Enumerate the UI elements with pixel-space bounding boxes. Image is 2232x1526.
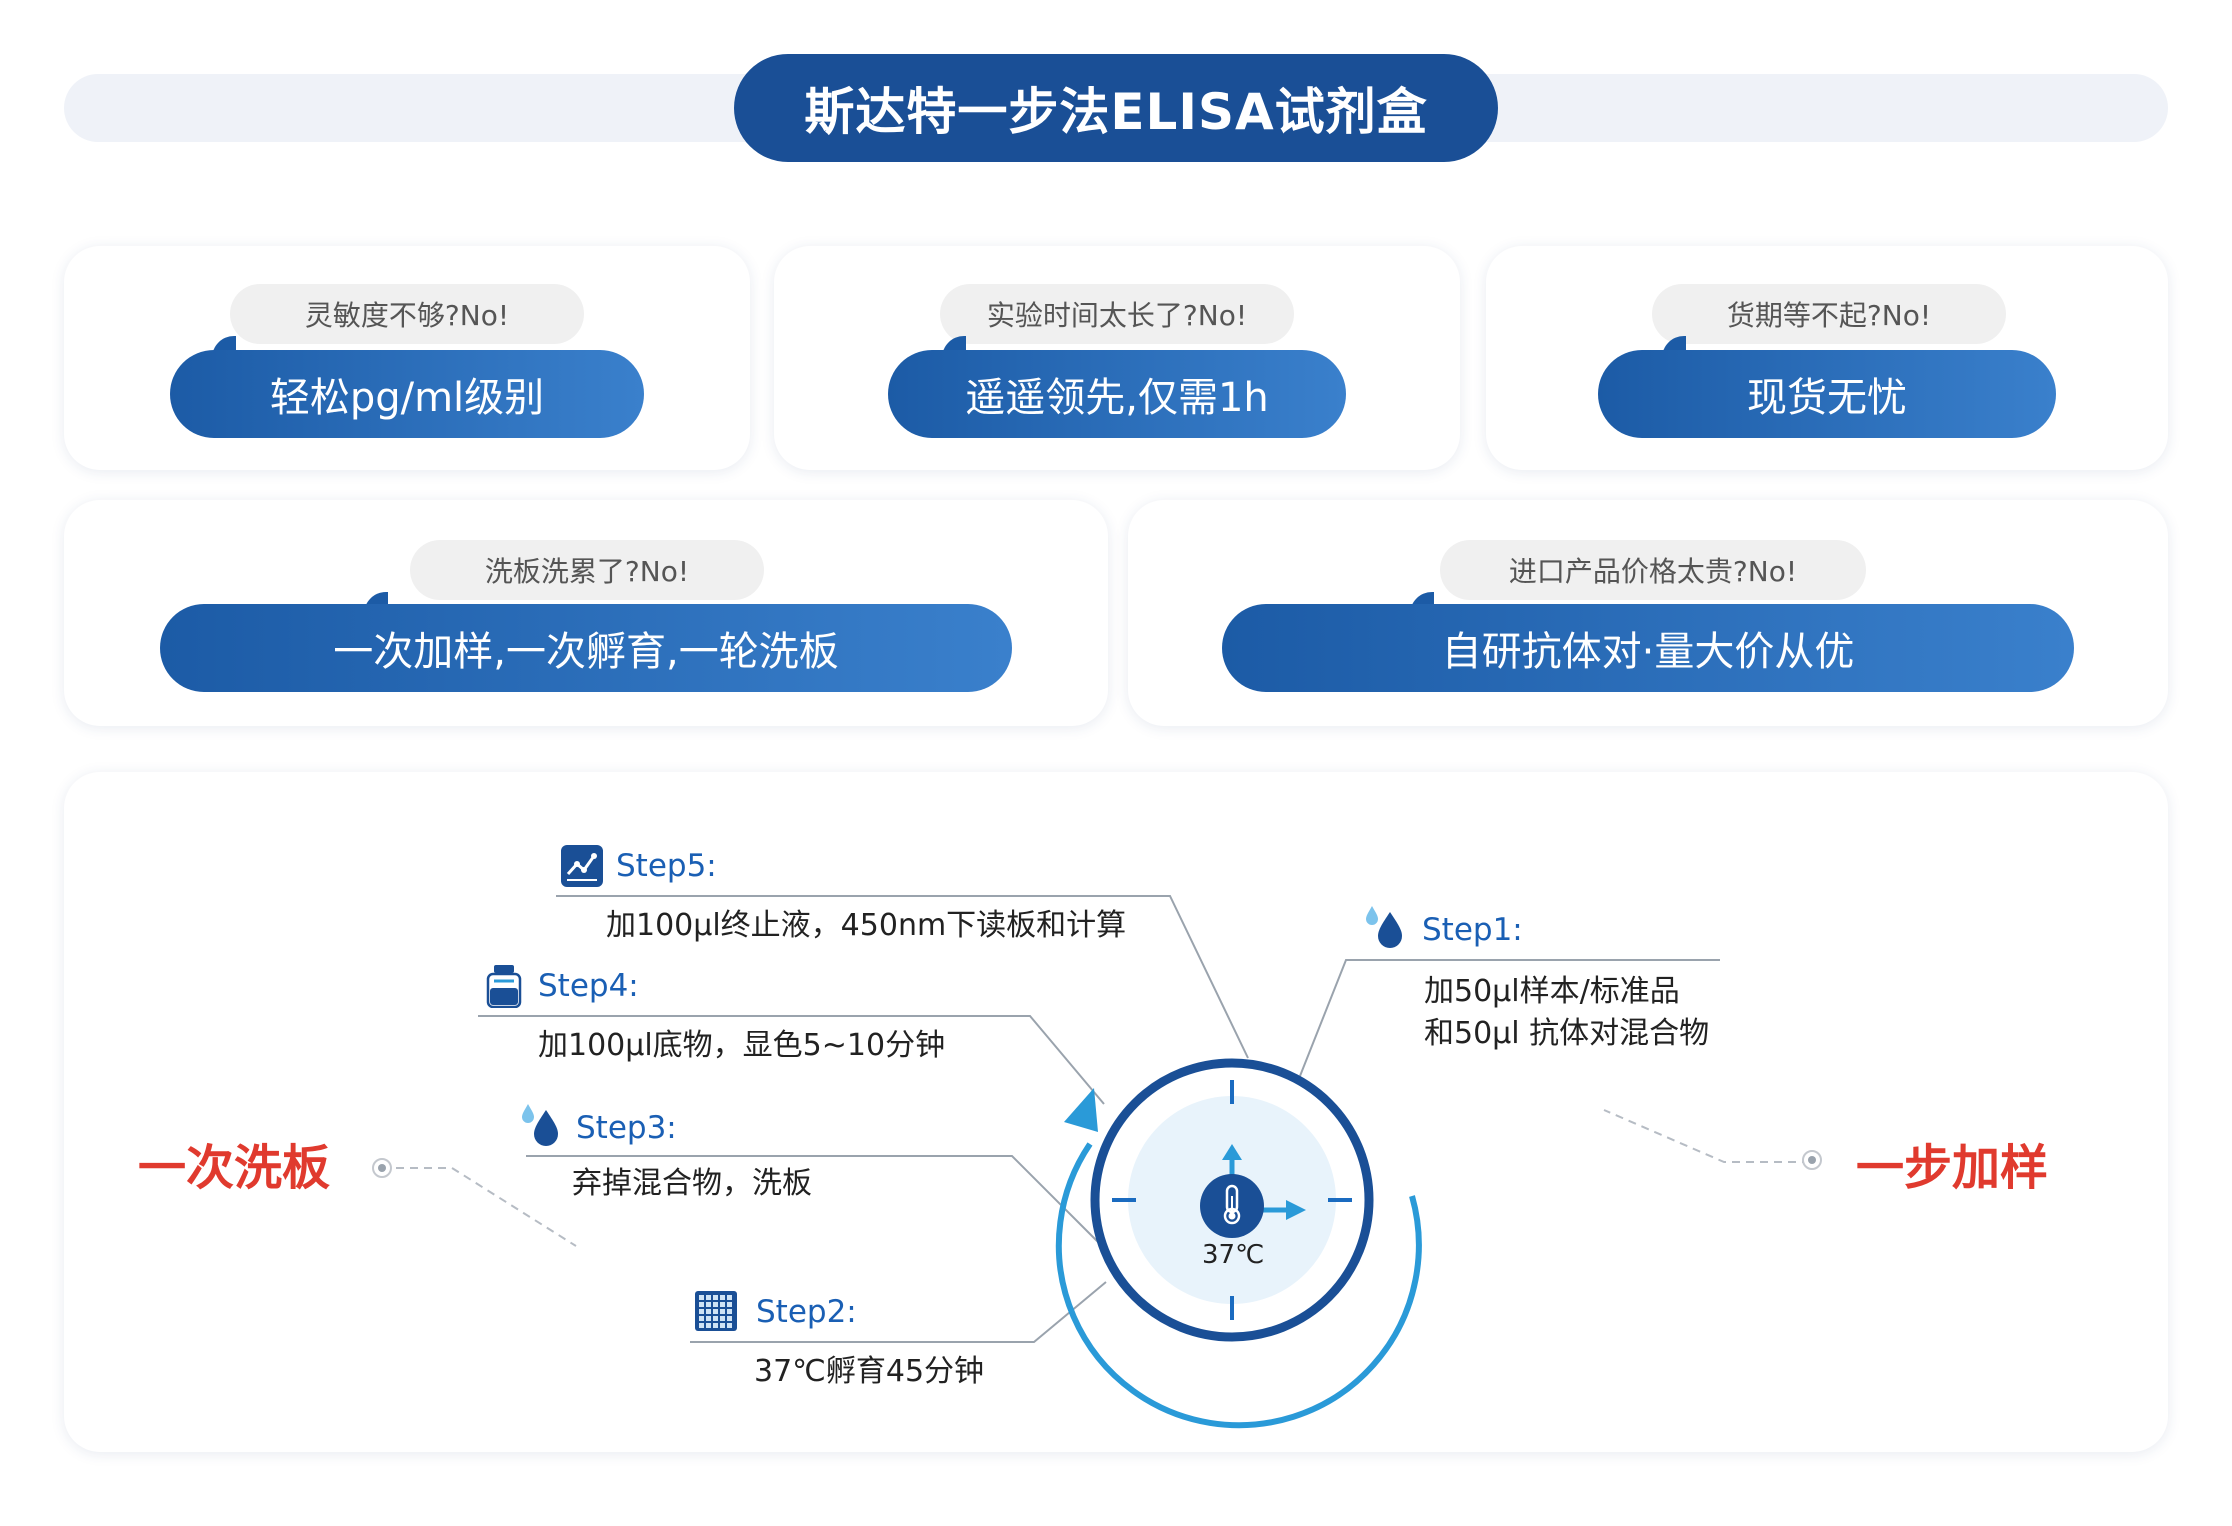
left-connector-dot-core <box>378 1164 386 1172</box>
left-connector <box>396 1167 577 1247</box>
step1-desc-line1: 加50μl样本/标准品 <box>1424 974 1680 1009</box>
feature-answer: 轻松pg/ml级别 <box>170 350 644 438</box>
cycle-arc <box>1055 1142 1422 1429</box>
step3-title: Step3: <box>576 1110 677 1146</box>
cycle-arrowhead <box>1064 1088 1098 1132</box>
step2-leader <box>690 1281 1107 1343</box>
feature-card-speed: 实验时间太长了?No! 遥遥领先,仅需1h <box>774 246 1460 470</box>
axis-right-head <box>1286 1200 1306 1220</box>
step4-desc: 加100μl底物，显色5~10分钟 <box>538 1028 946 1063</box>
step4-leader <box>478 1015 1105 1105</box>
feature-question: 实验时间太长了?No! <box>940 284 1294 344</box>
line-chart-icon <box>561 845 603 887</box>
feature-question: 洗板洗累了?No! <box>410 540 764 600</box>
step5-leader <box>556 895 1249 1059</box>
step4-title: Step4: <box>538 968 639 1004</box>
step1-desc-line2: 和50μl 抗体对混合物 <box>1424 1016 1710 1051</box>
feature-question: 进口产品价格太贵?No! <box>1440 540 1866 600</box>
feature-question: 货期等不起?No! <box>1652 284 2006 344</box>
right-connector <box>1603 1109 1810 1163</box>
page-title: 斯达特一步法ELISA试剂盒 <box>734 54 1498 162</box>
process-panel <box>64 772 2168 1452</box>
step5-desc: 加100μl终止液，450nm下读板和计算 <box>606 908 1127 943</box>
step1-leader <box>1299 959 1720 1077</box>
step2-title: Step2: <box>756 1294 857 1330</box>
left-side-label: 一次洗板 <box>138 1140 331 1196</box>
feature-card-washing: 洗板洗累了?No! 一次加样,一次孵育,一轮洗板 <box>64 500 1108 726</box>
reagent-bottle-icon <box>486 965 522 1008</box>
feature-card-price: 进口产品价格太贵?No! 自研抗体对·量大价从优 <box>1128 500 2168 726</box>
feature-answer: 自研抗体对·量大价从优 <box>1222 604 2074 692</box>
step1-title: Step1: <box>1422 912 1523 948</box>
water-drop-icon <box>1366 906 1402 948</box>
feature-answer: 一次加样,一次孵育,一轮洗板 <box>160 604 1012 692</box>
feature-answer: 现货无忧 <box>1598 350 2056 438</box>
feature-question: 灵敏度不够?No! <box>230 284 584 344</box>
center-temperature: 37℃ <box>1202 1240 1265 1270</box>
right-connector-dot-core <box>1808 1156 1816 1164</box>
feature-answer: 遥遥领先,仅需1h <box>888 350 1346 438</box>
microplate-grid-icon <box>695 1291 737 1331</box>
step5-title: Step5: <box>616 848 717 884</box>
axis-up-head <box>1222 1144 1242 1160</box>
step3-desc: 弃掉混合物，洗板 <box>572 1166 812 1201</box>
step2-desc: 37℃孵育45分钟 <box>754 1354 985 1389</box>
feature-card-stock: 货期等不起?No! 现货无忧 <box>1486 246 2168 470</box>
step3-leader <box>526 1155 1105 1249</box>
right-side-label: 一步加样 <box>1856 1140 2049 1196</box>
thermometer-icon <box>1200 1174 1264 1238</box>
water-drop-icon <box>522 1104 558 1146</box>
feature-card-sensitivity: 灵敏度不够?No! 轻松pg/ml级别 <box>64 246 750 470</box>
